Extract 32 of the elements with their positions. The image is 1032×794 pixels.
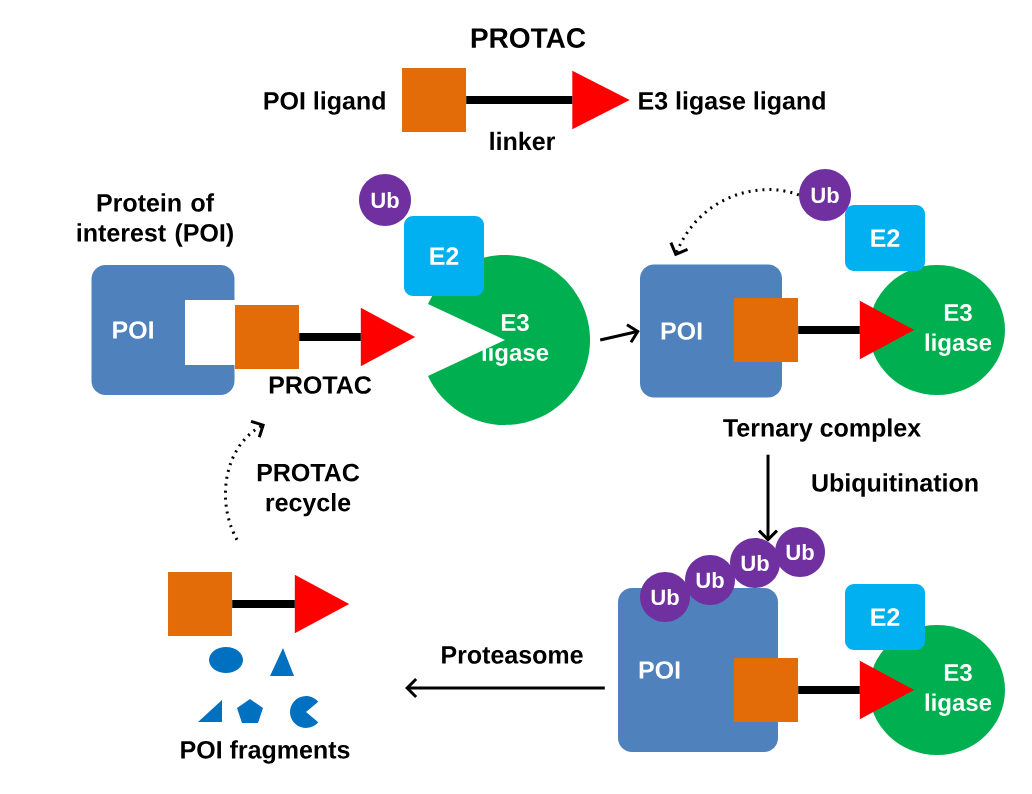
ligand-triangle [859,660,915,720]
ligand-triangle [572,70,630,130]
e2-box: E2 [845,205,925,271]
protein-box: POI [91,265,236,395]
node-label: PROTAC [269,376,372,394]
title: PROTAC [471,28,586,48]
node-label: Protein of interest (POI) [77,193,233,247]
edge-label: PROTAC recycle [241,461,375,519]
e2-box: E2 [845,584,925,650]
ligand-square [235,305,299,369]
ligand-square [402,68,466,132]
ligand-square [168,572,232,636]
arrow [757,454,779,542]
node-label: Ternary complex [723,418,921,442]
edge-label: Ubiquitination [809,471,981,499]
ligand-triangle [360,307,416,367]
arrow [599,323,640,344]
ligand-triangle [859,300,915,360]
ligand-square [734,658,798,722]
edge-label: linker [486,129,558,153]
node-label: E3 ligase ligand [639,91,825,115]
arrow [405,677,605,699]
caption: POI fragments [181,740,350,764]
e2-box: E2 [404,216,484,296]
ligand-triangle [294,574,350,634]
ligand-square [734,298,798,362]
node-label: POI ligand [264,91,385,115]
node-label: Ub [786,543,814,561]
arrow [669,188,800,257]
arrow [224,419,265,541]
node-label: Ub [741,554,769,572]
edge-label: Proteasome [438,644,586,666]
